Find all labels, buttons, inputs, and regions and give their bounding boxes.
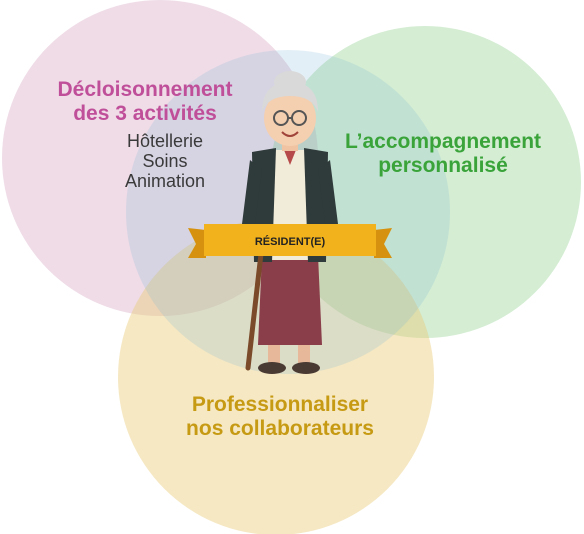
resident-banner: RÉSIDENT(E) bbox=[188, 224, 392, 258]
title-line-2: personnalisé bbox=[378, 153, 508, 177]
activity-soins: Soins bbox=[142, 151, 188, 172]
label-accompagnement: L’accompagnement personnalisé bbox=[318, 130, 568, 177]
label-decloisonnement: Décloisonnement des 3 activités Hôteller… bbox=[30, 78, 260, 192]
activity-hotellerie: Hôtellerie bbox=[126, 131, 204, 152]
title-line-2: des 3 activités bbox=[73, 101, 217, 125]
title-line-1: Décloisonnement bbox=[57, 78, 233, 101]
circle-professionnaliser bbox=[118, 219, 434, 534]
circle-accompagnement bbox=[269, 26, 581, 338]
resident-banner-label: RÉSIDENT(E) bbox=[255, 235, 326, 248]
title-line-1: L’accompagnement bbox=[344, 130, 542, 153]
label-professionnaliser: Professionnaliser nos collaborateurs bbox=[130, 393, 430, 440]
title-line-1: Professionnaliser bbox=[191, 393, 369, 416]
activity-animation: Animation bbox=[124, 171, 206, 192]
title-line-2: nos collaborateurs bbox=[186, 416, 374, 440]
